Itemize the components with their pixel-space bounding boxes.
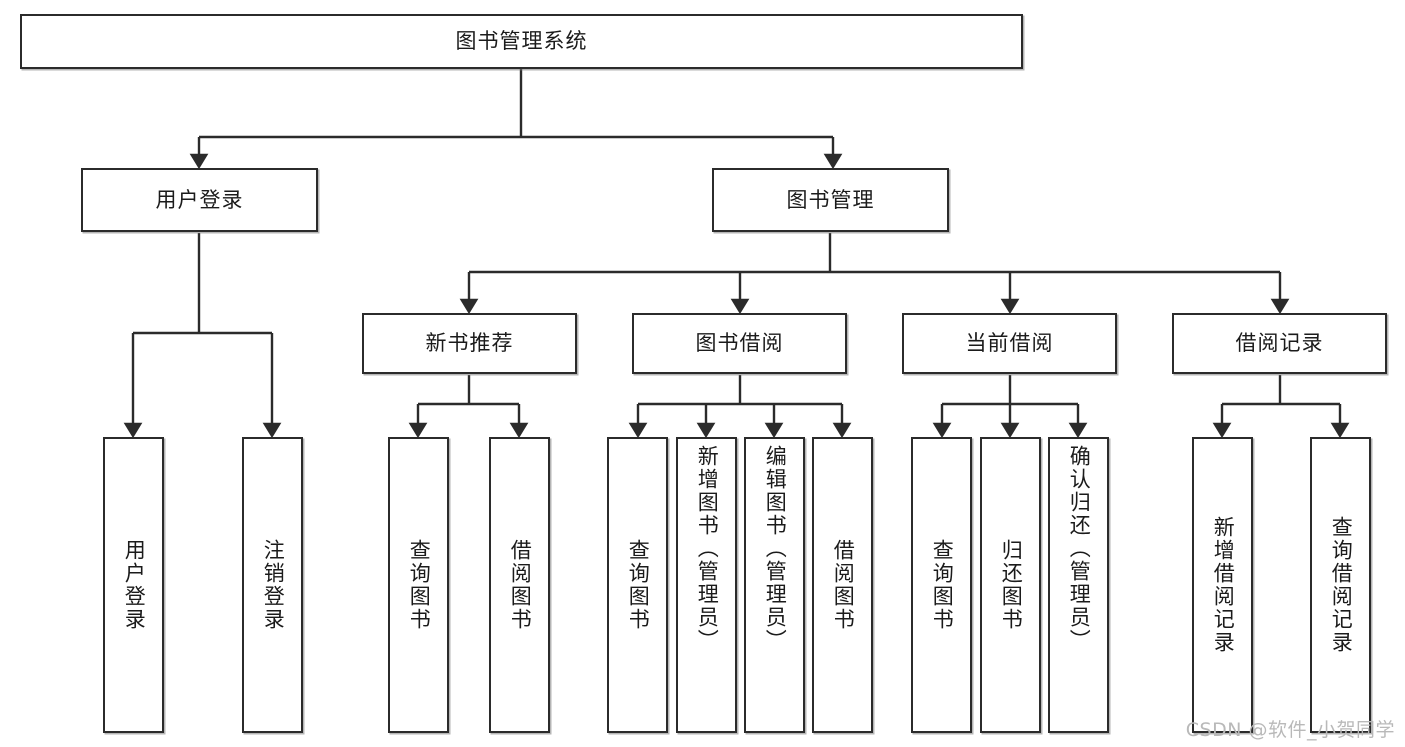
leaf-user-logout[interactable]: 注销登录: [242, 437, 303, 733]
csdn-watermark: CSDN @软件_小贺同学: [1185, 719, 1395, 741]
node-new-book-recommend[interactable]: 新书推荐: [362, 313, 577, 374]
leaf-borrow-edit-book[interactable]: 编辑图书（管理员）: [744, 437, 805, 733]
node-label: 新增借阅记录: [1211, 516, 1236, 654]
node-label: 借阅图书: [831, 539, 856, 631]
node-current-borrow[interactable]: 当前借阅: [902, 313, 1117, 374]
node-borrow-record[interactable]: 借阅记录: [1172, 313, 1387, 374]
leaf-record-query[interactable]: 查询借阅记录: [1310, 437, 1371, 733]
node-label: 新增图书（管理员）: [695, 445, 720, 652]
node-label: 用户登录: [122, 539, 147, 631]
node-label: 查询图书: [930, 539, 955, 631]
node-label: 用户登录: [155, 187, 244, 212]
leaf-current-return-book[interactable]: 归还图书: [980, 437, 1041, 733]
leaf-current-query-book[interactable]: 查询图书: [911, 437, 972, 733]
node-book-manage[interactable]: 图书管理: [712, 168, 949, 232]
node-label: 图书管理: [786, 187, 875, 212]
leaf-rec-borrow-book[interactable]: 借阅图书: [489, 437, 550, 733]
node-label: 当前借阅: [965, 331, 1054, 355]
leaf-user-login[interactable]: 用户登录: [103, 437, 164, 733]
node-label: 查询图书: [407, 539, 432, 631]
node-label: 归还图书: [999, 539, 1024, 631]
node-label: 借阅图书: [508, 539, 533, 631]
leaf-record-add[interactable]: 新增借阅记录: [1192, 437, 1253, 733]
node-label: 图书管理系统: [455, 29, 588, 53]
node-label: 借阅记录: [1235, 331, 1324, 355]
leaf-borrow-query-book[interactable]: 查询图书: [607, 437, 668, 733]
node-label: 查询借阅记录: [1329, 516, 1354, 654]
leaf-borrow-add-book[interactable]: 新增图书（管理员）: [676, 437, 737, 733]
leaf-current-confirm-return[interactable]: 确认归还（管理员）: [1048, 437, 1109, 733]
node-label: 查询图书: [626, 539, 651, 631]
node-root-book-management-system[interactable]: 图书管理系统: [20, 14, 1023, 69]
leaf-rec-query-book[interactable]: 查询图书: [388, 437, 449, 733]
node-label: 编辑图书（管理员）: [763, 445, 788, 652]
node-label: 注销登录: [261, 539, 286, 631]
node-book-borrow[interactable]: 图书借阅: [632, 313, 847, 374]
node-label: 新书推荐: [425, 331, 514, 355]
node-label: 图书借阅: [695, 331, 784, 355]
leaf-borrow-borrow-book[interactable]: 借阅图书: [812, 437, 873, 733]
node-label: 确认归还（管理员）: [1067, 445, 1092, 652]
node-user-login[interactable]: 用户登录: [81, 168, 318, 232]
